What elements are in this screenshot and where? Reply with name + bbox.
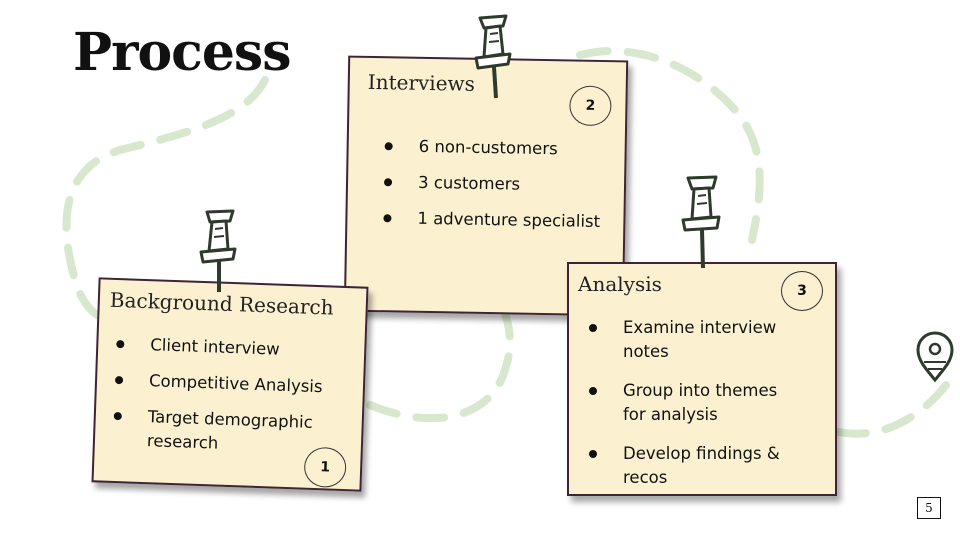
bullet-list: 6 non-customers 3 customers 1 adventure … [383, 134, 615, 234]
list-item: 1 adventure specialist [383, 206, 613, 234]
page-number: 5 [917, 497, 941, 519]
list-item: Competitive Analysis [115, 368, 348, 400]
list-item: 3 customers [384, 170, 614, 198]
step-number-badge: 3 [781, 271, 823, 311]
list-item: 6 non-customers [384, 134, 614, 162]
pushpin-icon [474, 14, 512, 99]
bullet-list: Examine interview notes Group into theme… [589, 316, 804, 490]
card-title: Analysis [578, 272, 662, 296]
page-title: Process [73, 22, 291, 83]
list-item: Develop findings & recos [589, 442, 804, 490]
step-number-badge: 2 [569, 85, 612, 127]
bullet-list: Client interview Competitive Analysis Ta… [113, 332, 349, 460]
list-item: Group into themes for analysis [589, 379, 804, 427]
card-title: Interviews [367, 69, 476, 96]
map-marker-icon [916, 331, 954, 383]
list-item: Examine interview notes [589, 316, 804, 364]
analysis-card: Analysis 3 Examine interview notes Group… [567, 262, 837, 496]
step-number-badge: 1 [303, 446, 347, 489]
pushpin-icon [681, 175, 721, 269]
background-research-card: Background Research Client interview Com… [91, 277, 369, 492]
pushpin-icon [199, 209, 237, 292]
list-item: Client interview [116, 332, 349, 364]
